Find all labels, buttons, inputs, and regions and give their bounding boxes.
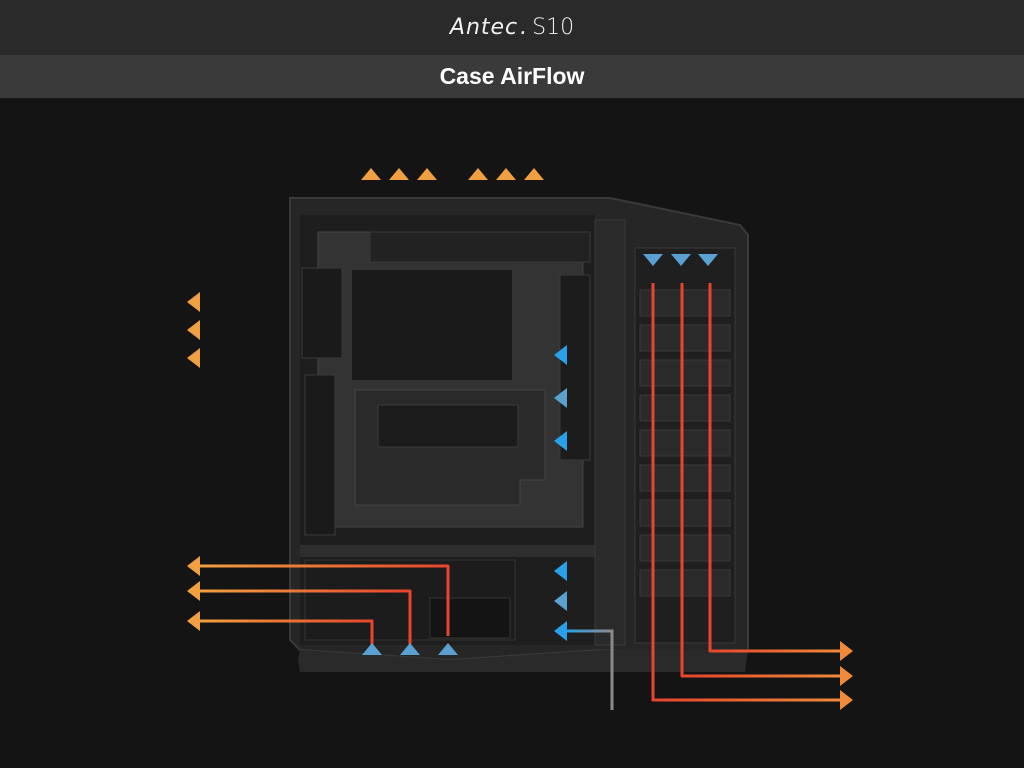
bottom-intake-arrows [370, 652, 450, 710]
front-top-intake-heads [643, 254, 718, 266]
top-exhaust-arrows [369, 175, 536, 283]
front-bottom-exhaust-arrows [651, 283, 840, 702]
page-title: Case AirFlow [0, 55, 1024, 98]
psu-shroud-divider [300, 545, 600, 557]
rear-fan [301, 267, 343, 359]
expansion-slots [304, 374, 336, 536]
front-fan-column [559, 274, 591, 461]
front-bottom-exhaust-heads [840, 641, 853, 710]
drive-bays [639, 289, 731, 597]
model-name: S10 [532, 15, 575, 40]
bottom-intake-heads [362, 643, 458, 655]
tray-cutout-top [352, 270, 512, 380]
tray-cutout-inner [377, 404, 519, 448]
front-side-intake-heads [554, 345, 567, 641]
front-side-intake-arrows [566, 353, 614, 710]
brand-logo: Antec. [450, 15, 530, 40]
front-top-intake-arrows [651, 168, 710, 255]
brand-dot: . [520, 15, 529, 40]
top-fan-mount [369, 231, 591, 263]
brand-name: Antec [449, 15, 519, 40]
rear-upper-exhaust-heads [187, 292, 200, 368]
rear-lower-exhaust-arrows [200, 564, 450, 650]
top-exhaust-heads [361, 168, 544, 180]
rear-lower-exhaust-heads [187, 556, 200, 631]
rear-upper-exhaust-arrows [200, 300, 535, 360]
psu-unit [429, 597, 511, 639]
front-panel-left [594, 219, 626, 646]
header-bar: Antec. S10 [0, 0, 1024, 55]
pc-case [289, 197, 749, 672]
